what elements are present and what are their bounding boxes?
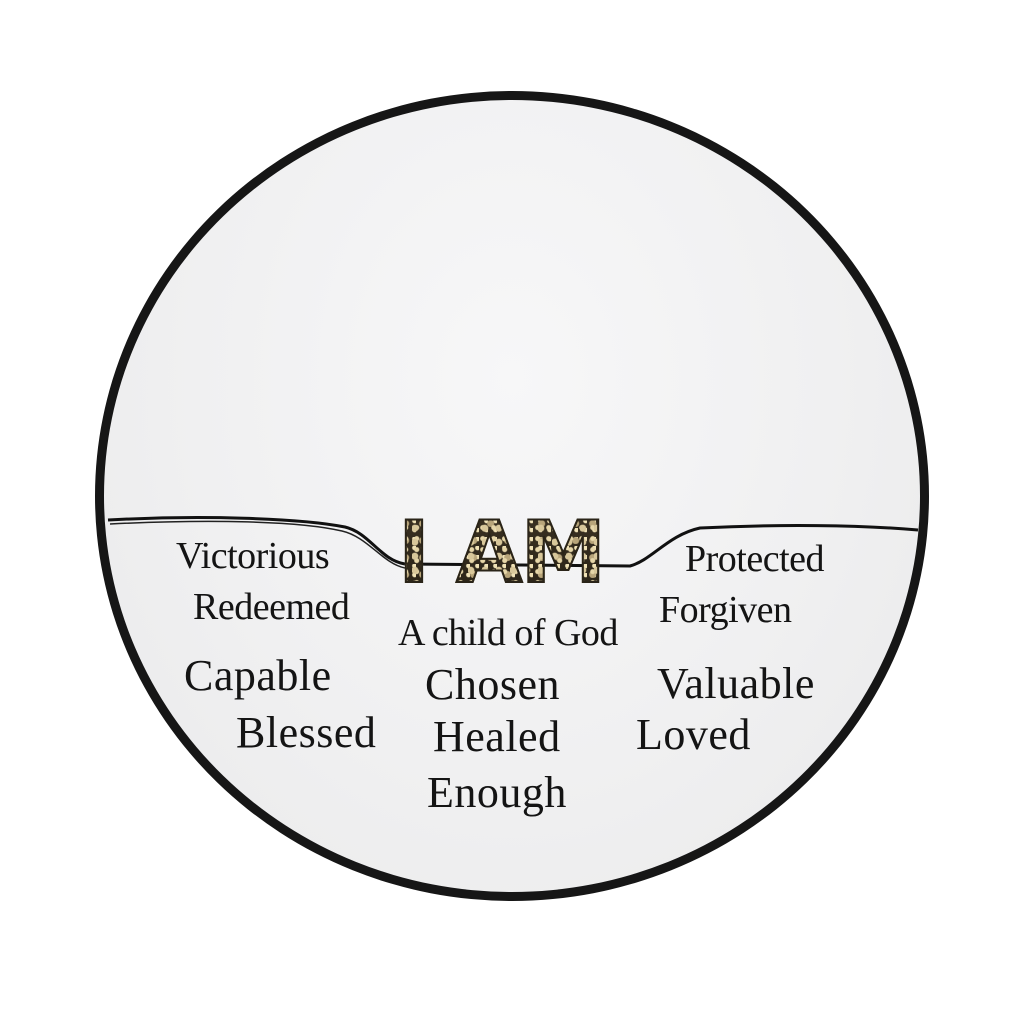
word-blessed: Blessed xyxy=(236,708,377,757)
word-valuable: Valuable xyxy=(657,659,815,708)
word-forgiven: Forgiven xyxy=(659,589,792,631)
word-protected: Protected xyxy=(685,538,825,580)
word-redeemed: Redeemed xyxy=(193,586,350,628)
word-healed: Healed xyxy=(433,712,561,761)
word-victorious: Victorious xyxy=(176,535,330,577)
round-mirror xyxy=(95,91,929,901)
word-child-of-god: A child of God xyxy=(398,612,618,654)
word-chosen: Chosen xyxy=(425,660,560,709)
i-am-title: I AM xyxy=(397,503,607,603)
word-capable: Capable xyxy=(184,651,332,700)
word-enough: Enough xyxy=(427,768,567,817)
word-loved: Loved xyxy=(636,710,751,759)
